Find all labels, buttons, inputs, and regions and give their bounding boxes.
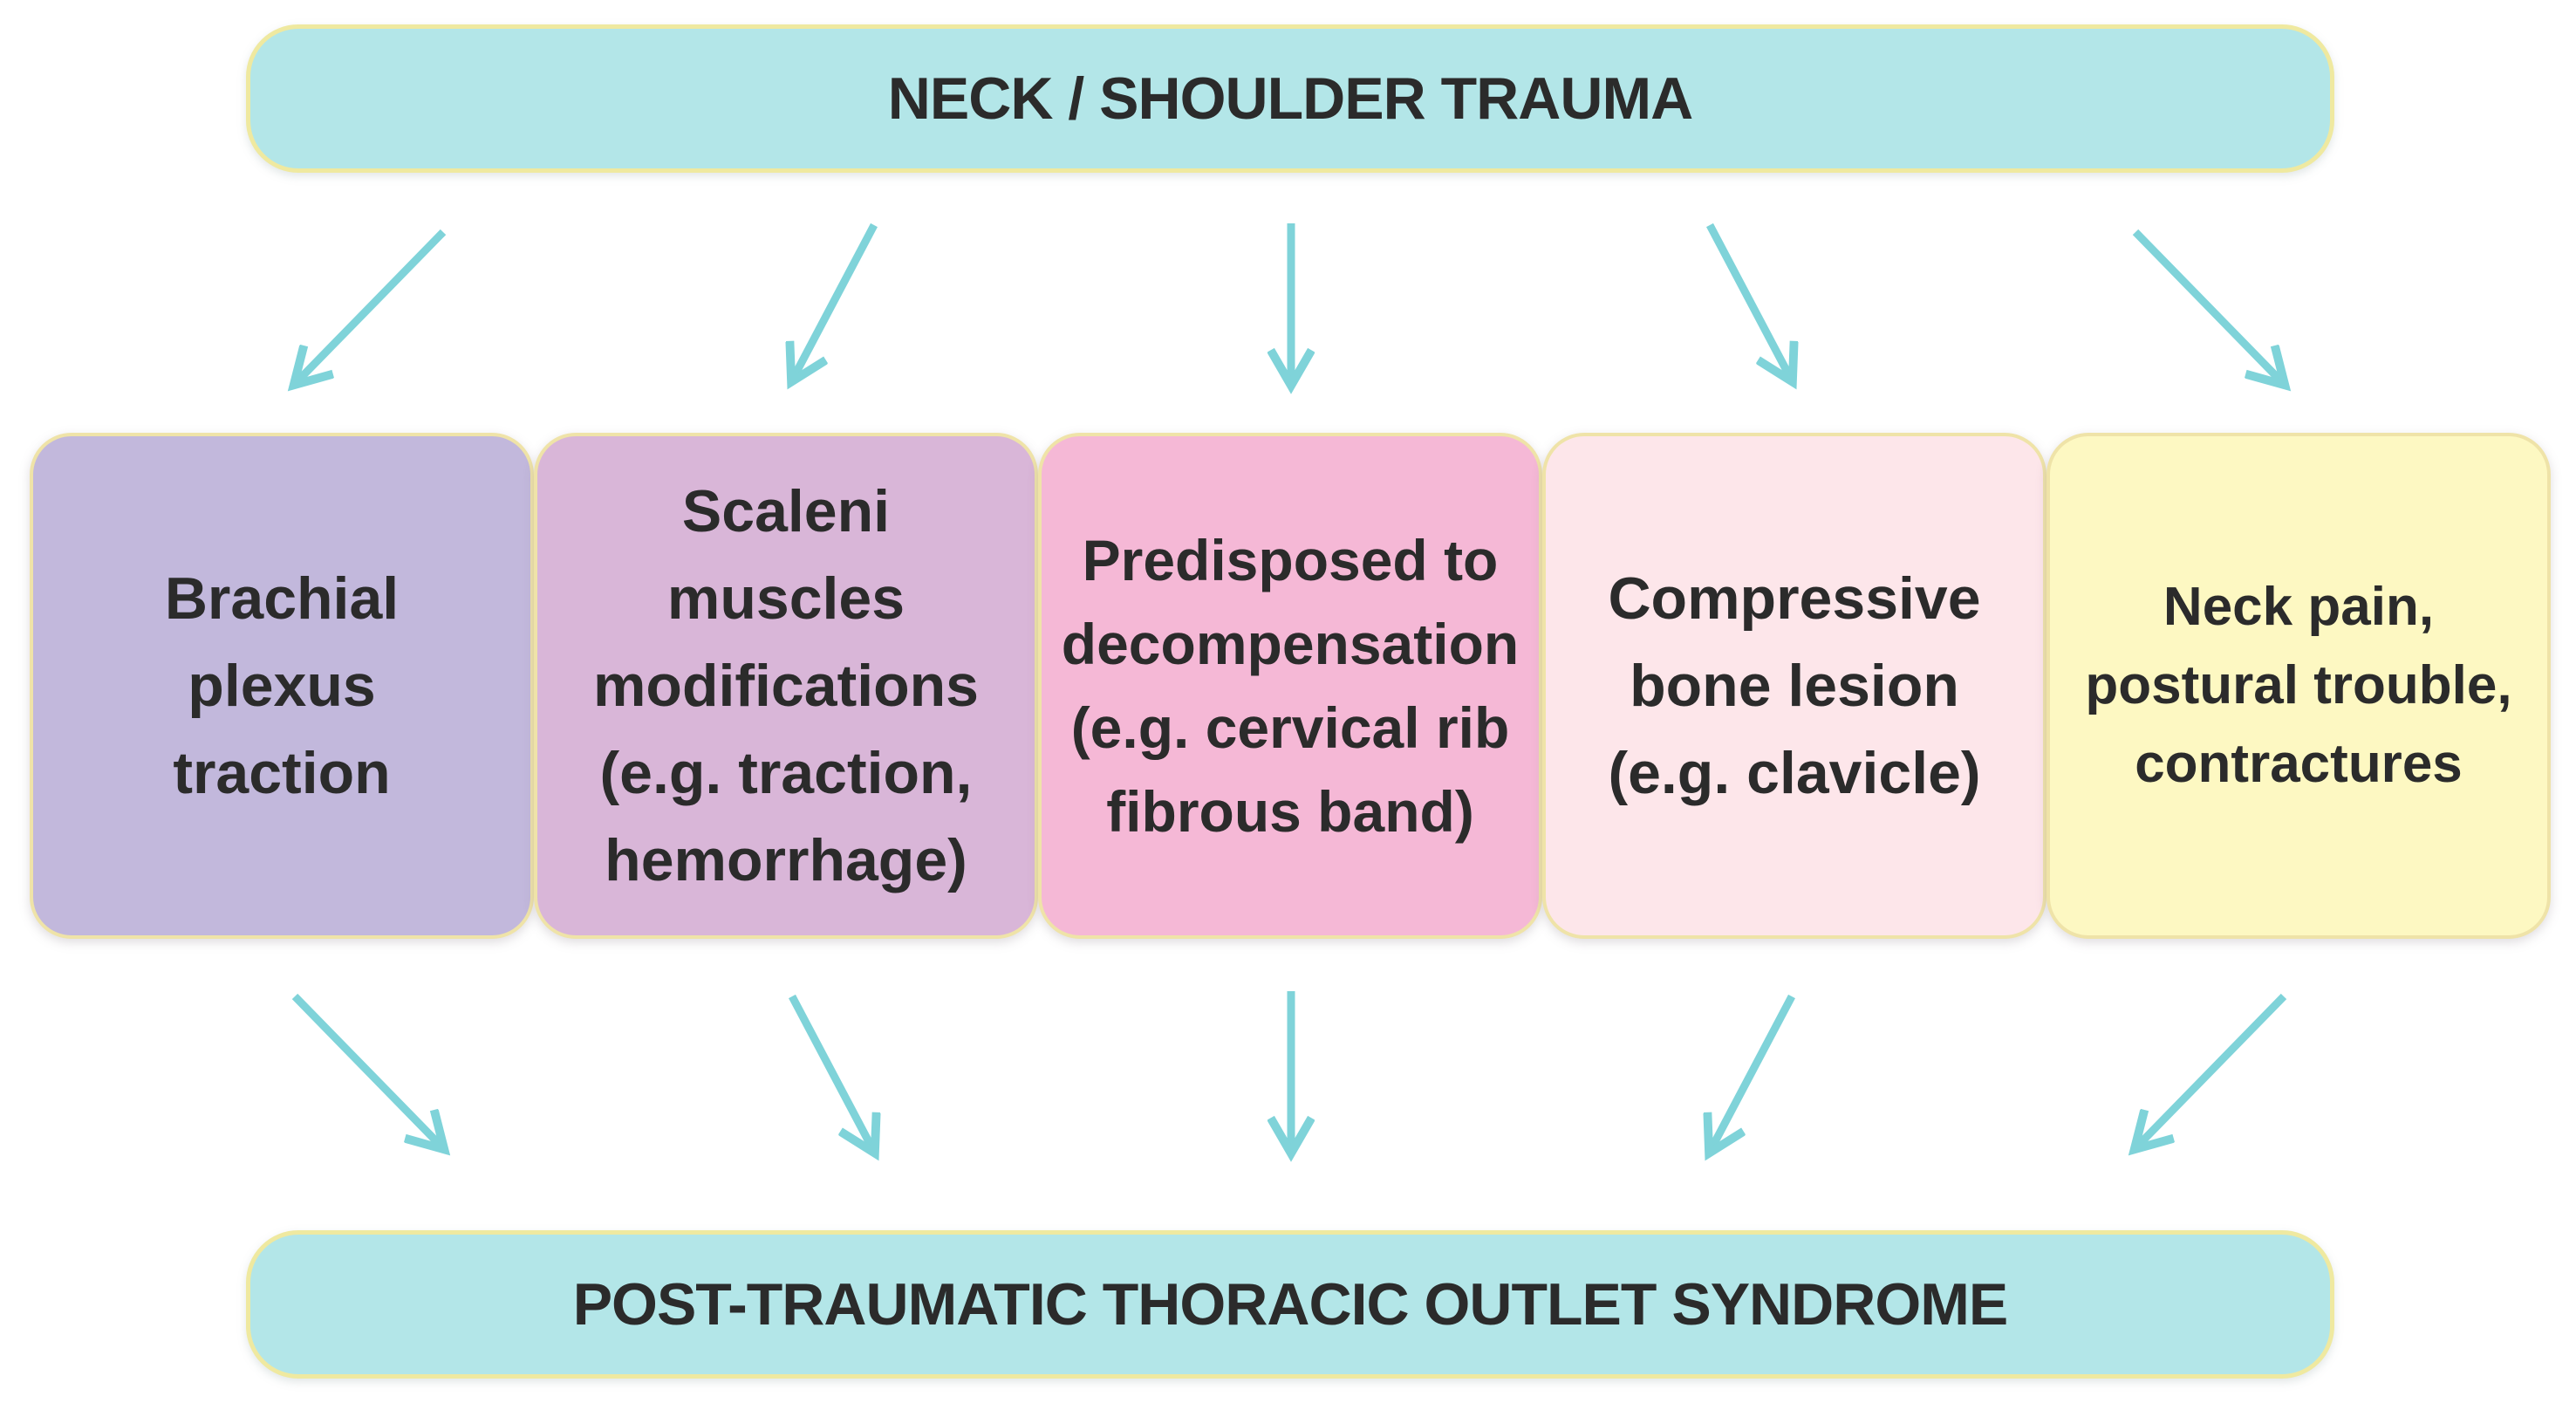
box-text: Predisposed to decompensation (e.g. cerv… xyxy=(1061,528,1520,844)
top-banner-text: NECK / SHOULDER TRAUMA xyxy=(887,65,1693,132)
arrow-bottom-1 xyxy=(291,993,443,1148)
arrow-bottom-2 xyxy=(789,994,874,1152)
arrow-top-4 xyxy=(1706,222,1792,380)
arrow-top-2 xyxy=(792,222,878,380)
arrow-top-5 xyxy=(2132,229,2284,384)
arrow-bottom-5 xyxy=(2135,993,2287,1148)
box-text: Scaleni muscles modifications (e.g. trac… xyxy=(592,478,980,893)
box-scaleni-muscles-modifications: Scaleni muscles modifications (e.g. trac… xyxy=(534,433,1038,939)
box-text: Brachial plexus traction xyxy=(164,565,400,806)
arrow-top-1 xyxy=(295,229,447,384)
bottom-banner: POST-TRAUMATIC THORACIC OUTLET SYNDROME xyxy=(246,1230,2334,1379)
box-compressive-bone-lesion: Compressive bone lesion (e.g. clavicle) xyxy=(1542,433,2046,939)
arrow-bottom-4 xyxy=(1710,994,1795,1152)
bottom-banner-text: POST-TRAUMATIC THORACIC OUTLET SYNDROME xyxy=(572,1271,2009,1338)
box-text: Compressive bone lesion (e.g. clavicle) xyxy=(1608,565,1981,806)
top-banner: NECK / SHOULDER TRAUMA xyxy=(246,24,2334,173)
box-text: Neck pain, postural trouble, contracture… xyxy=(2085,577,2512,794)
box-brachial-plexus-traction: Brachial plexus traction xyxy=(30,433,534,939)
box-neck-pain: Neck pain, postural trouble, contracture… xyxy=(2046,433,2551,939)
box-predisposed-to-decompensation: Predisposed to decompensation (e.g. cerv… xyxy=(1038,433,1542,939)
